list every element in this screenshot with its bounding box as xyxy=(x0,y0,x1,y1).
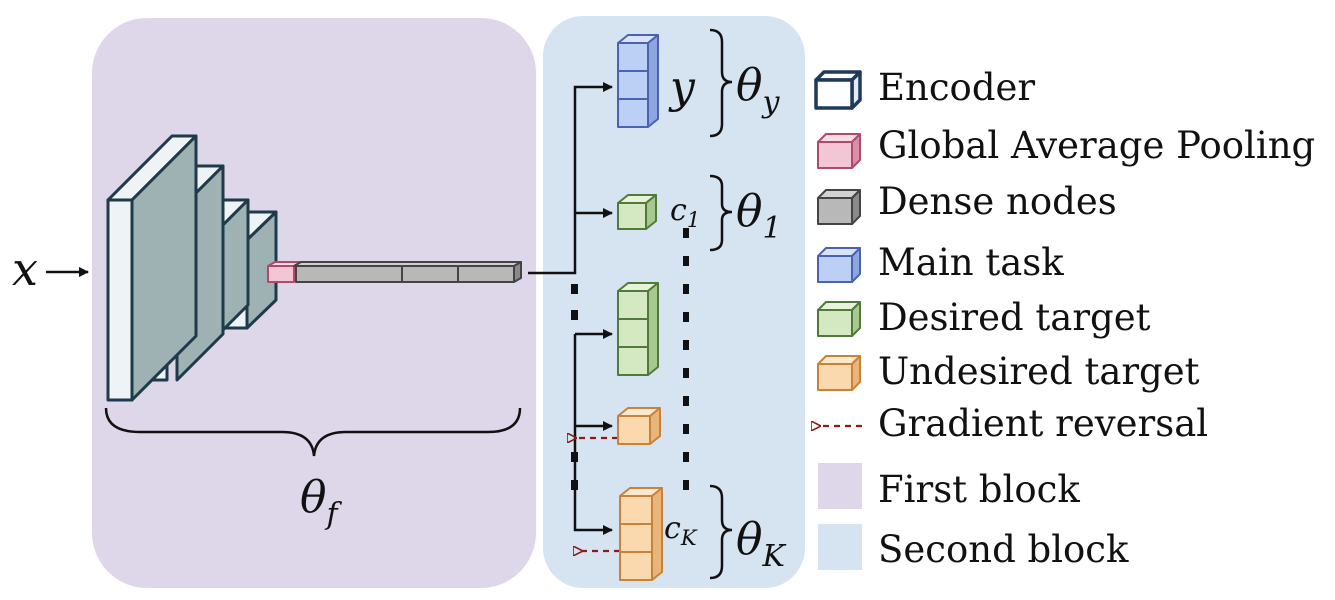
desired-target-stack xyxy=(617,282,659,376)
last-param-label: θK xyxy=(736,514,787,574)
legend-first-block-swatch xyxy=(818,463,862,509)
legend-label: Undesired target xyxy=(878,350,1200,393)
legend-label: Dense nodes xyxy=(878,180,1117,223)
legend-undesired-icon xyxy=(817,355,861,391)
legend-label: Main task xyxy=(878,241,1064,284)
legend-label: Encoder xyxy=(878,66,1035,109)
legend-label: Gradient reversal xyxy=(878,402,1208,445)
global-average-pooling-node xyxy=(267,265,295,283)
first-brace xyxy=(709,174,733,252)
legend-label: Global Average Pooling xyxy=(878,124,1315,167)
last-class-stack xyxy=(619,487,663,581)
legend: Encoder Global Average Pooling Dense nod… xyxy=(816,66,1315,571)
encoder-layers xyxy=(106,134,278,402)
branch-connectors xyxy=(528,82,613,535)
first-class-label: c1 xyxy=(670,193,700,232)
input-label: x xyxy=(12,242,38,296)
dense-nodes xyxy=(295,265,515,283)
main-task-stack xyxy=(617,34,659,128)
encoder-brace xyxy=(104,407,522,457)
gradient-reversal-arrows xyxy=(576,438,620,551)
legend-pooling-icon xyxy=(817,133,861,169)
first-class-node xyxy=(617,194,657,230)
main-param-label: θy xyxy=(736,60,781,120)
last-class-label: cK xyxy=(664,511,698,550)
legend-label: Second block xyxy=(878,528,1129,571)
legend-desired-icon xyxy=(817,301,861,337)
trunk-dots xyxy=(571,284,578,490)
legend-label: Desired target xyxy=(878,296,1151,339)
first-block-background xyxy=(92,18,536,588)
pooling-and-dense xyxy=(267,261,522,283)
second-block-background xyxy=(543,16,805,588)
class-dots xyxy=(683,228,689,490)
main-brace xyxy=(709,28,733,138)
legend-main-task-icon xyxy=(817,247,861,283)
legend-label: First block xyxy=(878,468,1080,511)
last-brace xyxy=(709,484,733,580)
legend-second-block-swatch xyxy=(818,524,862,570)
first-param-label: θ1 xyxy=(736,186,782,246)
undesired-target-node xyxy=(617,407,661,445)
legend-encoder-icon xyxy=(814,70,862,110)
legend-dense-icon xyxy=(817,189,861,225)
main-output-label: y xyxy=(668,62,696,113)
